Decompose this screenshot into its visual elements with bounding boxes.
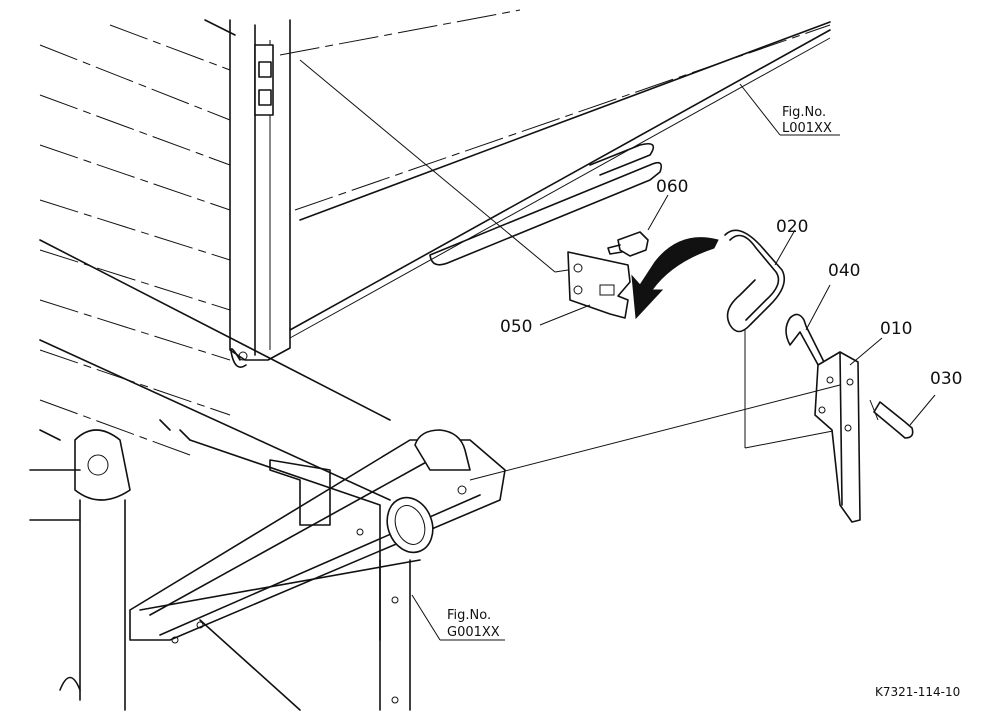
fig-ref-lower-code: G001XX bbox=[447, 625, 500, 640]
label-040: 040 bbox=[828, 261, 860, 281]
label-010: 010 bbox=[880, 319, 912, 339]
part-040-pin bbox=[785, 284, 831, 373]
fig-ref-lower-label: Fig.No. bbox=[447, 608, 491, 623]
fig-ref-upper-leader bbox=[739, 83, 781, 136]
part-060-bolt bbox=[607, 194, 669, 257]
part-010-lever bbox=[814, 337, 883, 523]
container-panel bbox=[39, 9, 831, 456]
frame-assembly bbox=[29, 239, 506, 711]
part-050-bracket bbox=[299, 59, 631, 319]
vertical-post bbox=[229, 19, 291, 368]
part-050-leader bbox=[539, 304, 591, 326]
label-020: 020 bbox=[776, 217, 808, 237]
label-060: 060 bbox=[656, 177, 688, 197]
drawing-code: K7321-114-10 bbox=[875, 685, 960, 699]
connection-line bbox=[469, 384, 841, 481]
label-050: 050 bbox=[500, 317, 532, 337]
fig-ref-lower-leader bbox=[411, 594, 441, 641]
fig-ref-upper-label: Fig.No. bbox=[782, 105, 826, 120]
fig-ref-upper-code: L001XX bbox=[782, 121, 832, 136]
rotation-arrow bbox=[631, 237, 719, 320]
handle-rail bbox=[429, 142, 663, 266]
label-030: 030 bbox=[930, 369, 962, 389]
part-030-pin bbox=[869, 394, 936, 439]
part-020-latch bbox=[724, 229, 839, 449]
